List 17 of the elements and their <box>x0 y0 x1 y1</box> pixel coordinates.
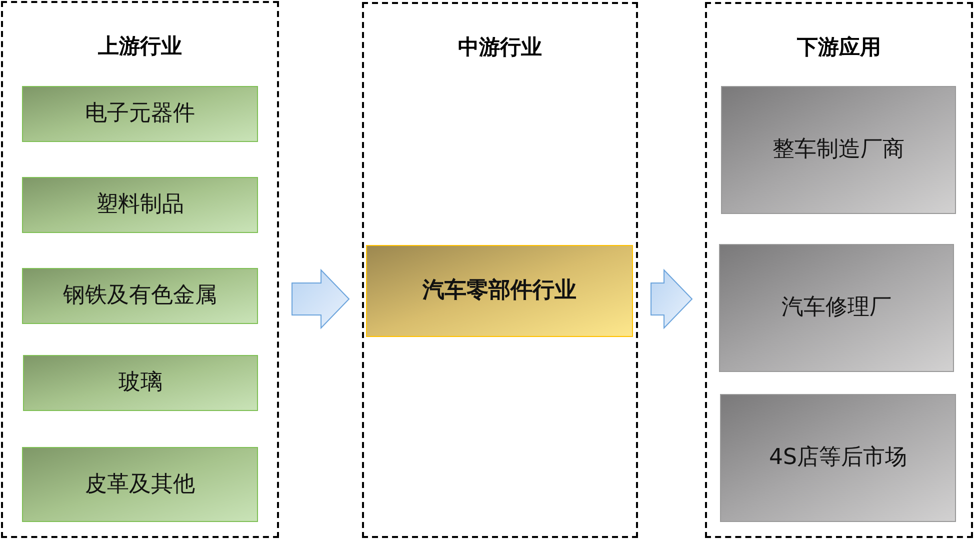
block-arrow <box>292 268 350 330</box>
dashed-panel <box>1 1 279 538</box>
dashed-panel <box>362 2 638 538</box>
dashed-panel <box>705 2 973 538</box>
heading: 上游行业 <box>98 34 182 58</box>
process-box: 玻璃 <box>23 355 258 411</box>
process-box: 电子元器件 <box>22 86 258 142</box>
heading: 下游应用 <box>797 35 881 59</box>
process-box: 4S店等后市场 <box>720 394 956 522</box>
process-box: 钢铁及有色金属 <box>22 268 258 324</box>
process-box: 塑料制品 <box>22 177 258 233</box>
process-box: 整车制造厂商 <box>721 86 956 214</box>
heading: 中游行业 <box>458 35 542 59</box>
process-box: 皮革及其他 <box>22 447 258 522</box>
process-box: 汽车修理厂 <box>719 244 954 372</box>
block-arrow <box>650 268 693 330</box>
process-box: 汽车零部件行业 <box>366 245 633 337</box>
